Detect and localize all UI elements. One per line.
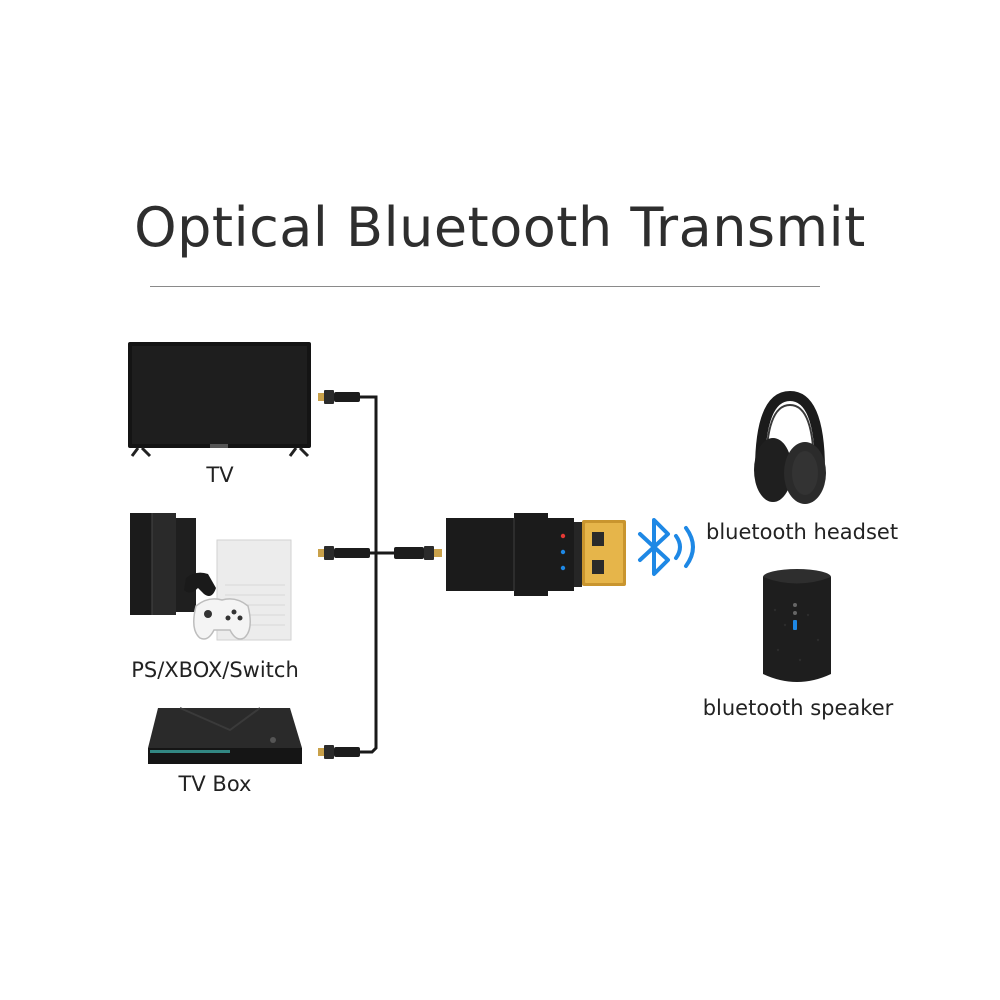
source-label-tv: TV [206, 463, 234, 487]
optical-cable [360, 395, 398, 754]
speaker-icon [763, 569, 831, 682]
headphones-icon [754, 390, 826, 504]
bluetooth-signal-icon [638, 518, 695, 576]
page-title: Optical Bluetooth Transmit [134, 196, 866, 259]
usb-transmitter-icon [446, 513, 626, 596]
tv-icon [128, 342, 311, 458]
source-label-tvbox: TV Box [178, 772, 252, 796]
optical-plug-transmitter [394, 546, 442, 560]
output-label-speaker: bluetooth speaker [702, 696, 894, 720]
optical-plug-tv [318, 390, 360, 404]
title-divider [150, 286, 820, 287]
game-console-icon [130, 513, 292, 641]
output-label-headset: bluetooth headset [706, 520, 899, 544]
optical-plug-tvbox [318, 745, 360, 759]
optical-plug-console [318, 546, 370, 560]
source-label-console: PS/XBOX/Switch [131, 658, 299, 682]
tv-box-icon [148, 707, 302, 764]
